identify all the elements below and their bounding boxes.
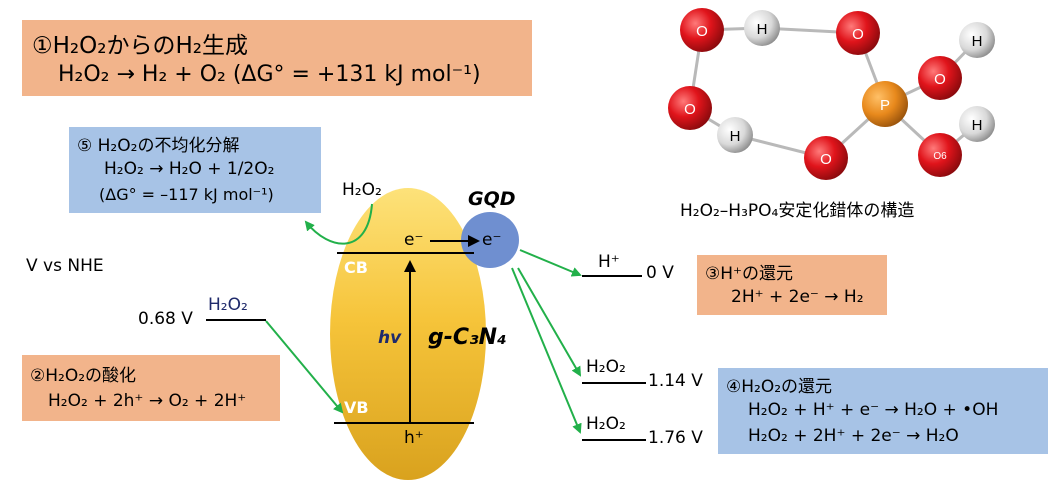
axis-label: V vs NHE: [26, 256, 104, 276]
box3-title: ③H⁺の還元: [705, 264, 793, 284]
hv-label: hv: [378, 328, 402, 348]
atom-label-h: H: [757, 21, 768, 38]
box4-equation1: H₂O₂ + H⁺ + e⁻ → H₂O + •OH: [748, 400, 999, 420]
atom-label-p: P: [880, 97, 890, 114]
atom-label-o: O: [934, 71, 946, 88]
box5-dg: (ΔG° = –117 kJ mol⁻¹): [99, 185, 274, 204]
atom-label-h: H: [972, 117, 983, 134]
box1-title: ①H₂O₂からのH₂生成: [32, 33, 248, 59]
arrow-disproportionation: [304, 203, 373, 245]
potential-176: 1.76 V: [648, 428, 703, 448]
h2o2-label-068: H₂O₂: [208, 295, 248, 315]
gqd-electron-label: e⁻: [482, 230, 502, 250]
potential-068: 0.68 V: [138, 309, 193, 329]
hole-label: h⁺: [404, 428, 424, 448]
potential-0: 0 V: [646, 263, 674, 283]
arrow-h2o2-176: [511, 267, 582, 434]
potential-114: 1.14 V: [648, 371, 703, 391]
catalyst-label: g-C₃N₄: [428, 325, 507, 350]
atom-label-o: O: [820, 151, 832, 168]
atom-label-h: H: [730, 128, 741, 145]
h-plus-label: H⁺: [598, 252, 620, 272]
box-oxidation: ②H₂O₂の酸化 H₂O₂ + 2h⁺ → O₂ + 2H⁺: [22, 355, 280, 421]
box1-equation: H₂O₂ → H₂ + O₂ (ΔG° = +131 kJ mol⁻¹): [58, 62, 481, 87]
atom-label-o: O: [684, 101, 696, 118]
h2o2-label-top: H₂O₂: [342, 180, 382, 200]
box-h2o2-reduction: ④H₂O₂の還元 H₂O₂ + H⁺ + e⁻ → H₂O + •OH H₂O₂…: [718, 368, 1048, 454]
vb-label: VB: [344, 398, 369, 417]
box5-title: ⑤ H₂O₂の不均化分解: [77, 136, 240, 156]
molecule-atoms: [668, 8, 995, 180]
arrow-h-reduction: [519, 249, 582, 277]
gqd-label: GQD: [468, 188, 516, 210]
arrow-oxidation: [265, 320, 344, 414]
box2-equation: H₂O₂ + 2h⁺ → O₂ + 2H⁺: [48, 391, 247, 411]
atom-label-o: O: [852, 26, 864, 43]
box-h2-generation: ①H₂O₂からのH₂生成 H₂O₂ → H₂ + O₂ (ΔG° = +131 …: [22, 20, 532, 96]
box4-equation2: H₂O₂ + 2H⁺ + 2e⁻ → H₂O: [748, 426, 959, 446]
h2o2-label-176: H₂O₂: [586, 414, 626, 434]
box4-title: ④H₂O₂の還元: [726, 377, 833, 397]
atom-label-h: H: [972, 33, 983, 50]
g-c3n4-particle: [330, 188, 486, 480]
box2-title: ②H₂O₂の酸化: [30, 366, 137, 386]
box-disproportionation: ⑤ H₂O₂の不均化分解 H₂O₂ → H₂O + 1/2O₂ (ΔG° = –…: [69, 127, 321, 213]
arrow-h2o2-114: [517, 267, 582, 377]
atom-label-o: O: [696, 23, 708, 40]
molecule-caption: H₂O₂–H₃PO₄安定化錯体の構造: [680, 201, 915, 221]
atom-label-o6: O6: [933, 151, 947, 162]
gqd-particle: [461, 212, 519, 268]
h2o2-label-114: H₂O₂: [586, 357, 626, 377]
box3-equation: 2H⁺ + 2e⁻ → H₂: [731, 287, 864, 307]
cb-electron-label: e⁻: [404, 230, 424, 250]
box5-equation: H₂O₂ → H₂O + 1/2O₂: [104, 159, 275, 179]
box-h-reduction: ③H⁺の還元 2H⁺ + 2e⁻ → H₂: [697, 255, 887, 315]
cb-label: CB: [344, 258, 368, 277]
